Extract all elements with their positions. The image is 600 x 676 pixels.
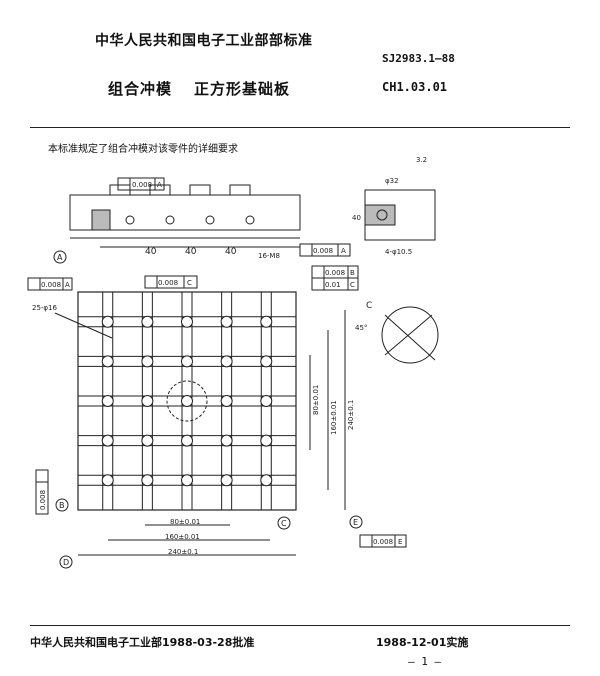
bolt-hole	[220, 315, 233, 328]
tol-parallel: 0.008	[158, 279, 178, 287]
tol-left-datum: A	[65, 281, 70, 289]
tol-right-2-datum: C	[350, 281, 355, 289]
tol-right-1-datum: B	[350, 269, 355, 277]
bolt-hole	[101, 315, 114, 328]
datum-e: E	[353, 518, 358, 527]
bolt-hole	[260, 395, 273, 407]
side-view: 40 40 40 0.008 A 16-M8 0.008 A A	[53, 177, 351, 264]
label-25-phi16: 25-φ16	[32, 304, 58, 312]
document-title: 组合冲模 正方形基础板	[108, 78, 312, 99]
bolt-hole	[181, 355, 193, 368]
tol-side-ba-datum: A	[341, 247, 346, 255]
part-code: CH1.03.01	[382, 80, 448, 94]
intro-text: 本标准规定了组合冲模对该零件的详细要求	[48, 144, 238, 155]
bolt-hole	[141, 315, 154, 328]
header-rule	[30, 127, 570, 128]
dim-80-vert: 80±0.01	[312, 385, 320, 415]
tol-vert: 0.008	[39, 490, 47, 510]
footer-rule	[30, 625, 570, 626]
datum-a-side: A	[57, 253, 63, 262]
bolt-hole	[181, 434, 193, 447]
datum-d: D	[63, 558, 69, 567]
tol-bottom-e: 0.008	[373, 538, 393, 546]
dim-40-b: 40	[185, 247, 197, 257]
tol-left: 0.008	[41, 281, 61, 289]
bolt-hole	[260, 355, 273, 368]
datum-c: C	[281, 519, 287, 528]
bolt-hole	[220, 434, 233, 447]
tol-top-flatness: 0.008	[132, 181, 152, 189]
bolt-hole	[141, 355, 154, 368]
dim-240-horiz: 240±0.1	[168, 548, 198, 556]
bolt-hole	[260, 474, 273, 487]
bolt-hole	[181, 315, 193, 328]
datum-b: B	[59, 501, 65, 510]
bolt-hole	[141, 474, 154, 487]
plan-view: 0.008 A 0.008 C 0.008 B 0.01 C 25-φ16 80…	[27, 265, 407, 569]
bolt-hole	[141, 434, 154, 447]
dim-160-vert: 160±0.01	[330, 400, 338, 435]
detail-c: C 45°	[355, 301, 439, 364]
label-45: 45°	[355, 324, 367, 332]
label-ra: 3.2	[416, 156, 427, 164]
bolt-hole	[181, 474, 193, 487]
tol-parallel-datum: C	[187, 279, 192, 287]
detail-view: φ32 40 4-φ10.5 3.2	[352, 156, 436, 256]
bolt-hole	[260, 315, 273, 328]
bolt-hole	[101, 474, 114, 487]
tol-side-ba: 0.008	[313, 247, 333, 255]
bolt-hole	[220, 395, 233, 407]
dim-240-vert: 240±0.1	[347, 400, 355, 430]
label-4-phi10: 4-φ10.5	[385, 248, 412, 256]
tol-right-1: 0.008	[325, 269, 345, 277]
label-phi32: φ32	[385, 177, 399, 185]
bolt-hole	[220, 355, 233, 368]
issuing-authority: 中华人民共和国电子工业部部标准	[95, 33, 313, 49]
dim-160-horiz: 160±0.01	[165, 533, 200, 541]
label-16-m8: 16-M8	[258, 252, 280, 260]
bolt-hole	[101, 395, 114, 407]
bolt-hole	[101, 355, 114, 368]
label-c: C	[366, 301, 372, 311]
technical-drawing: 40 40 40 0.008 A 16-M8 0.008 A A φ32 40 …	[27, 156, 439, 569]
label-40: 40	[352, 214, 361, 222]
bolt-hole	[220, 474, 233, 487]
bolt-hole	[181, 395, 193, 407]
bolt-hole	[260, 434, 273, 447]
dim-80-horiz: 80±0.01	[170, 518, 200, 526]
dim-40-c: 40	[225, 247, 237, 257]
bolt-hole	[141, 395, 154, 407]
tol-top-datum: A	[157, 181, 162, 189]
title-part-1: 组合冲模	[108, 80, 173, 98]
title-part-2: 正方形基础板	[194, 80, 291, 98]
bolt-hole	[101, 434, 114, 447]
implementation-date: 1988-12-01实施	[376, 636, 469, 649]
standard-number: SJ2983.1—88	[382, 52, 455, 65]
tol-bottom-e-datum: E	[398, 538, 402, 546]
tol-right-2: 0.01	[325, 281, 341, 289]
slot-grid	[78, 292, 296, 510]
approval-note: 中华人民共和国电子工业部1988-03-28批准	[30, 636, 255, 649]
dim-40-a: 40	[145, 247, 157, 257]
page-number: — 1 —	[408, 655, 442, 668]
